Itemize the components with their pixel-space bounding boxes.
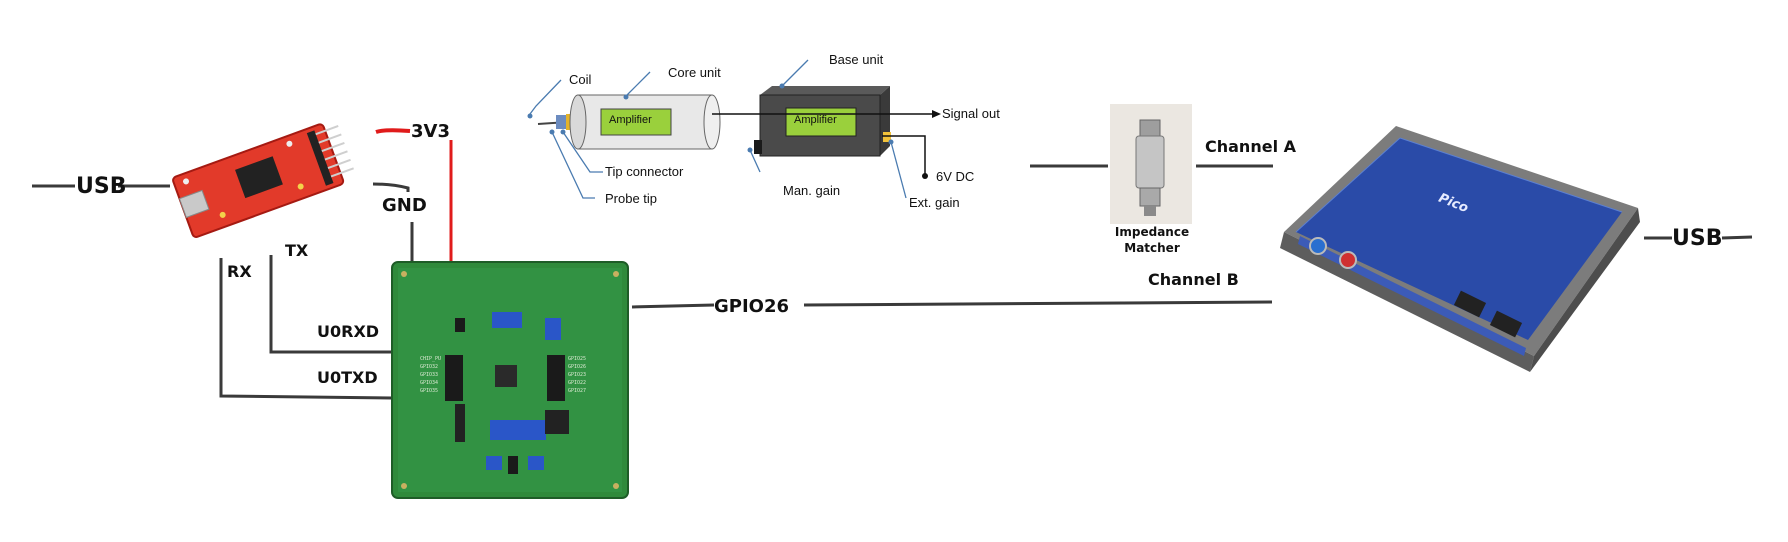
svg-text:GPIO32: GPIO32 [420, 364, 438, 370]
usb-left-label: USB [76, 174, 127, 199]
vcc-3v3-wire [375, 128, 411, 134]
svg-text:GPIO23: GPIO23 [568, 372, 586, 378]
usb-serial-adapter [172, 123, 354, 238]
channel-a-label: Channel A [1205, 137, 1296, 156]
probe-diagram [527, 59, 941, 199]
base-amplifier-label: Amplifier [794, 114, 837, 126]
tip-connector-label: Tip connector [605, 164, 684, 179]
gpio26-label: GPIO26 [714, 296, 790, 317]
channel-b-label: Channel B [1148, 270, 1239, 289]
svg-text:GPIO27: GPIO27 [568, 388, 586, 394]
gpio26-wire [631, 300, 1273, 309]
gnd-wire [372, 182, 410, 192]
svg-text:GPIO35: GPIO35 [420, 388, 438, 394]
rx-label: RX [227, 262, 252, 281]
svg-text:CHIP_PU: CHIP_PU [420, 356, 441, 362]
svg-text:GPIO34: GPIO34 [420, 380, 438, 386]
core-unit-label: Core unit [668, 65, 721, 80]
usb-right-wire [1644, 235, 1753, 240]
6v-dc-label: 6V DC [936, 169, 975, 184]
vcc-3v3-label: 3V3 [411, 121, 450, 142]
probe-tip-label: Probe tip [605, 191, 658, 206]
tx-label: TX [285, 241, 309, 260]
impedance-matcher-photo [1110, 104, 1192, 224]
base-unit-label: Base unit [829, 52, 884, 67]
svg-text:GPIO25: GPIO25 [568, 356, 586, 362]
svg-text:GPIO26: GPIO26 [568, 364, 586, 370]
core-amplifier-label: Amplifier [609, 114, 652, 126]
gnd-label: GND [382, 195, 427, 216]
signal-out-label: Signal out [942, 106, 1000, 121]
u0rxd-label: U0RXD [317, 322, 380, 341]
pico-oscilloscope [1280, 126, 1640, 372]
svg-text:GPIO33: GPIO33 [420, 372, 438, 378]
tx-wire [269, 255, 392, 354]
impedance-matcher-label: Impedance Matcher [1114, 225, 1190, 255]
man-gain-label: Man. gain [783, 183, 841, 198]
ext-gain-label: Ext. gain [909, 195, 960, 210]
svg-text:GPIO22: GPIO22 [568, 380, 586, 386]
coil-label: Coil [569, 72, 592, 87]
u0txd-label: U0TXD [317, 368, 378, 387]
rx-wire [219, 258, 393, 400]
usb-right-label: USB [1672, 226, 1723, 251]
